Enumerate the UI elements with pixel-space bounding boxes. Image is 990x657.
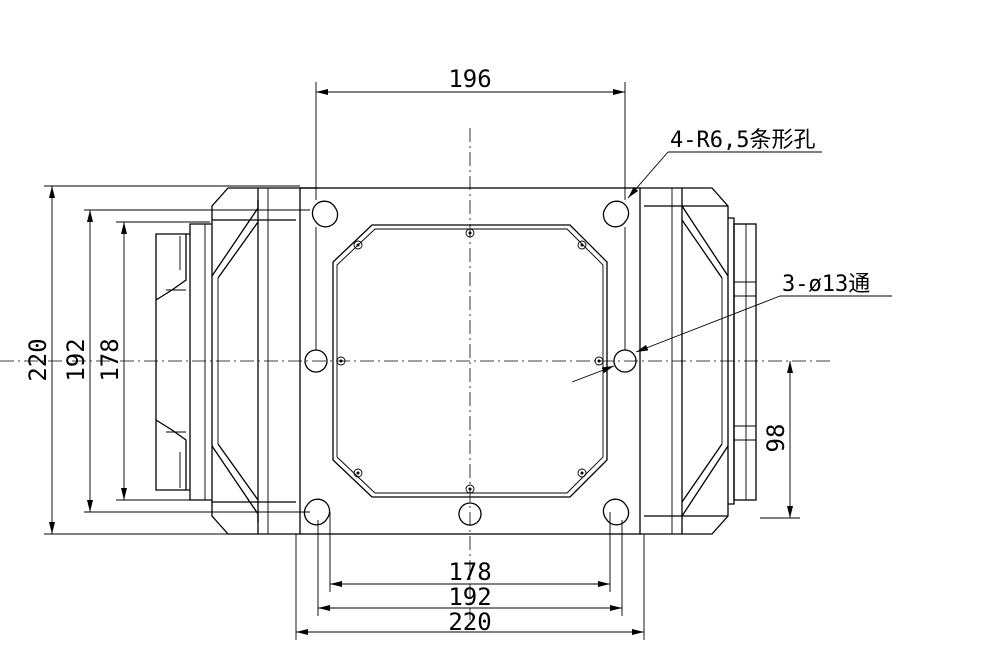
dimension-lines [49,89,793,635]
slot-holes [303,200,630,526]
center-plate [299,187,641,535]
leader-lines [571,151,892,383]
extension-lines [44,82,800,640]
slot-hole-note: 4-R6,5条形孔 [670,128,815,153]
dim-bottom-outer: 220 [448,608,491,636]
dim-left-inner: 178 [96,338,124,381]
dim-left-outer: 220 [24,338,52,381]
cover-screws [336,228,604,494]
dim-left-mid: 192 [62,338,90,381]
dim-top-width: 196 [448,65,491,93]
center-lines [0,128,830,620]
through-hole-note: 3-ø13通 [782,272,870,297]
dim-bottom-inner: 178 [448,558,491,586]
dim-bottom-mid: 192 [448,583,491,611]
right-body [640,187,757,535]
dim-right-offset: 98 [762,424,790,453]
